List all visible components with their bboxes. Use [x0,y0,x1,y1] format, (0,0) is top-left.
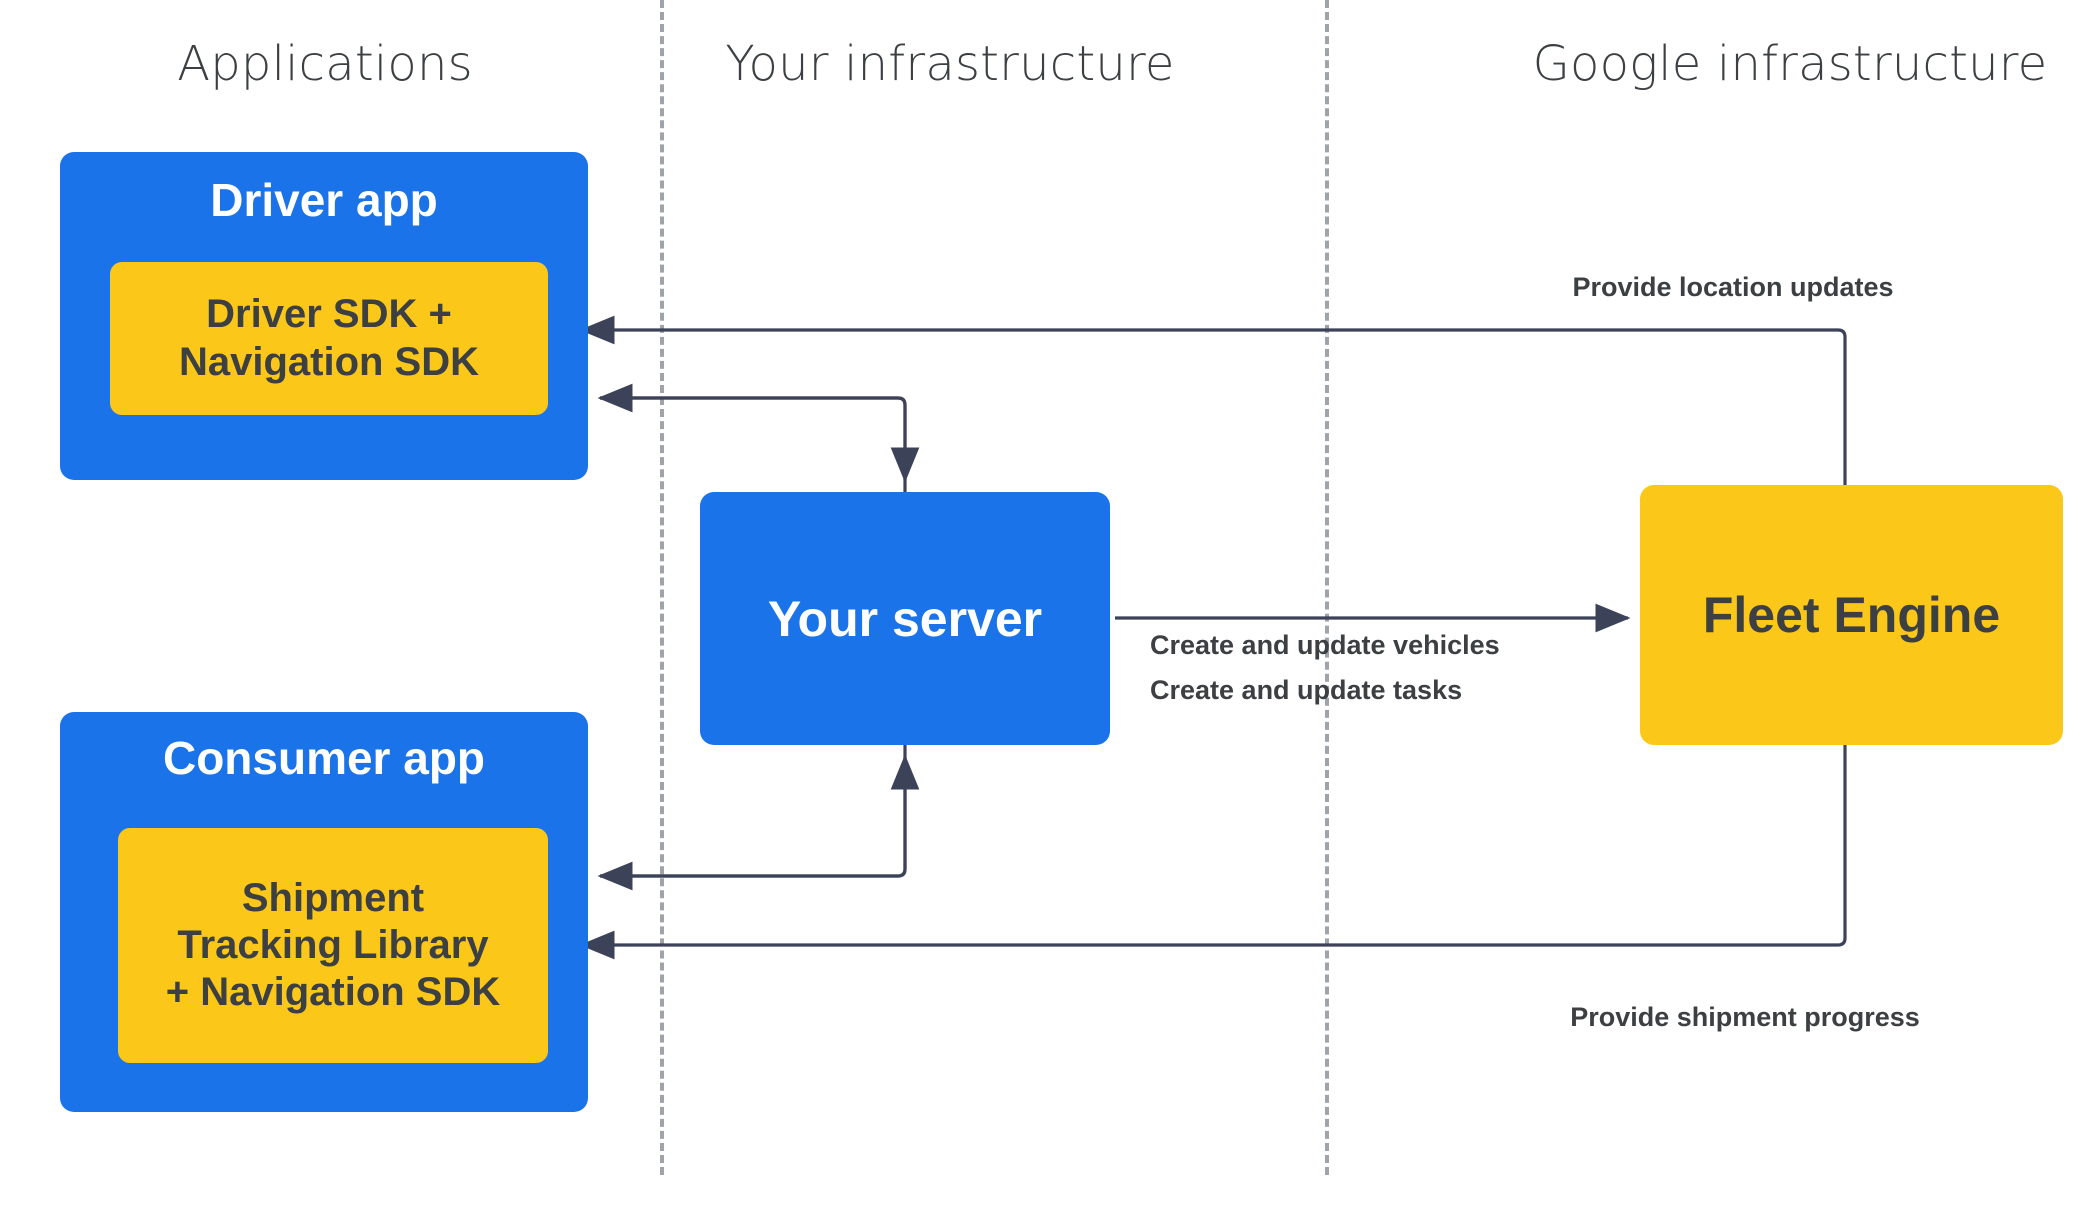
edge-label-create-and-update-vehicles: Create and update vehicles [1150,630,1500,660]
edge-label-provide-shipment-progress: Provide shipment progress [1570,1002,1920,1032]
column-header-google-infrastructure: Google infrastructure [1532,36,2048,92]
arrow-fleet-engine-to-driver-sdk [579,315,1847,485]
arrow-your-server-to-driver-app [597,383,907,492]
column-header-applications: Applications [177,36,473,92]
driver-sdk-label: Driver SDK + Navigation SDK [171,291,487,385]
shipment-tracking-label-line-1: Shipment [241,875,425,920]
arrow-your-server-to-consumer-app [597,745,907,891]
divider-applications-your-infrastructure [660,0,664,1175]
node-shipment-tracking-library[interactable]: Shipment Tracking Library + Navigation S… [118,828,548,1063]
edge-label-create-and-update-tasks: Create and update tasks [1150,675,1463,705]
edge-label-provide-location-updates: Provide location updates [1572,272,1894,302]
shipment-tracking-label-line-2: Tracking Library [177,922,489,967]
shipment-tracking-library-label: Shipment Tracking Library + Navigation S… [158,875,509,1017]
consumer-app-title: Consumer app [162,732,486,784]
node-driver-sdk[interactable]: Driver SDK + Navigation SDK [110,262,548,415]
node-fleet-engine[interactable]: Fleet Engine [1640,485,2063,745]
arrow-fleet-engine-to-shipment-tracking-library [579,745,1847,960]
driver-sdk-label-line-2: Navigation SDK [178,339,480,384]
driver-app-title: Driver app [210,174,438,226]
driver-sdk-label-line-1: Driver SDK + [206,292,452,337]
divider-your-infrastructure-google-infrastructure [1325,0,1329,1175]
shipment-tracking-label-line-3: + Navigation SDK [165,970,501,1015]
fleet-engine-title: Fleet Engine [1702,587,2001,643]
your-server-title: Your server [767,590,1043,647]
column-header-your-infrastructure: Your infrastructure [725,36,1175,92]
arrow-consumer-app-to-your-server [600,754,920,878]
arrow-driver-app-to-your-server [600,396,920,483]
node-your-server[interactable]: Your server [700,492,1110,745]
